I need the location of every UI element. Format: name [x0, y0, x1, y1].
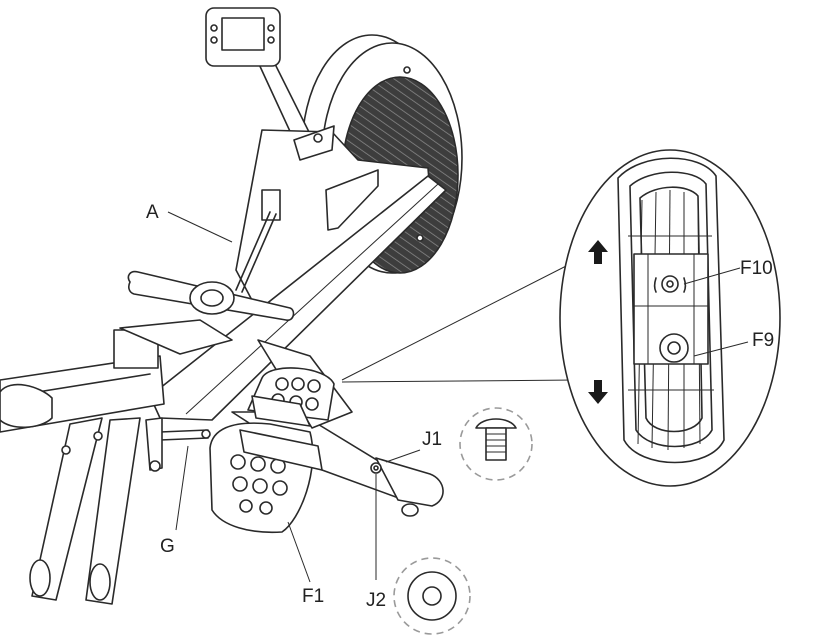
- main-frame: [235, 125, 431, 305]
- detail-leader-lower: [341, 379, 577, 383]
- label-A: A: [146, 202, 159, 223]
- label-F10: F10: [740, 258, 773, 279]
- rail-beam: [149, 175, 447, 421]
- detail-leader-upper: [341, 261, 575, 381]
- connecting-rod: [145, 417, 211, 472]
- leader-A: [167, 211, 233, 243]
- leader-J1: [385, 449, 421, 463]
- label-F1: F1: [302, 586, 324, 607]
- rope-guide: [261, 189, 281, 221]
- arrow-down-icon: [588, 380, 608, 404]
- foot-pedal: [209, 367, 335, 534]
- monitor-screen: [221, 17, 265, 51]
- leader-F9: [693, 341, 749, 357]
- label-J2: J2: [366, 590, 386, 611]
- arrow-up-icon: [588, 240, 608, 264]
- label-F9: F9: [752, 330, 774, 351]
- leader-G: [175, 445, 189, 531]
- handle-bar: [127, 270, 295, 321]
- seat-rail: [0, 319, 233, 433]
- label-G: G: [160, 536, 175, 557]
- leader-F10: [683, 267, 741, 285]
- front-stabilizer: [29, 417, 141, 605]
- label-J1: J1: [422, 429, 442, 450]
- detail-view: [559, 149, 781, 487]
- leader-F1: [287, 521, 311, 583]
- washer-icon: [393, 557, 471, 635]
- bolt-icon: [459, 407, 533, 481]
